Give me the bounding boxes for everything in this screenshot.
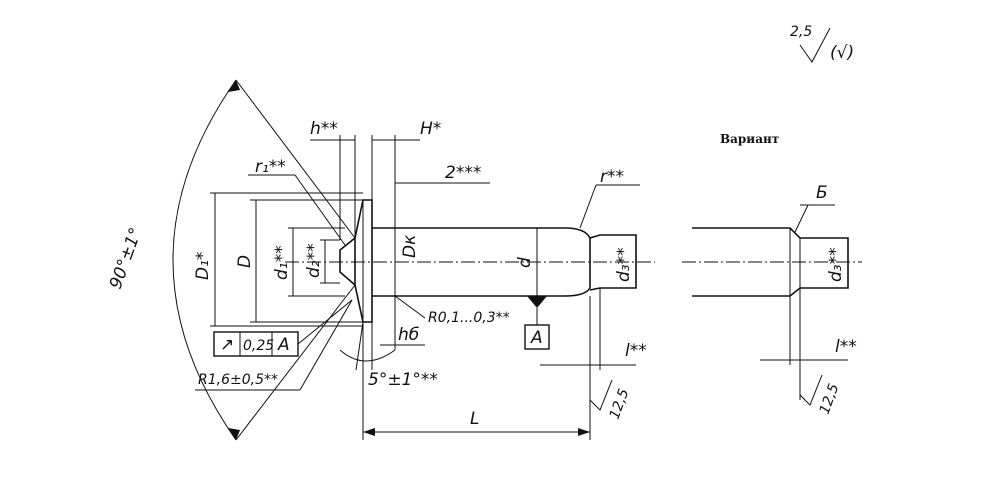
label-d1: d₁**	[272, 245, 292, 280]
tol-leader	[297, 299, 353, 345]
label-five-deg: 5°±1°**	[368, 370, 438, 390]
angle-leader-bottom	[235, 284, 356, 441]
variant-B-leader	[794, 204, 809, 233]
R16-leader	[299, 299, 353, 391]
roughness-paren: (√)	[830, 43, 854, 63]
label-R01: R0,1...0,3**	[428, 310, 510, 326]
r-leader	[579, 184, 597, 229]
datum-box	[524, 324, 550, 350]
angle-arc	[172, 79, 237, 441]
tol-symbol: ↗	[220, 335, 234, 355]
tol-datum: A	[277, 335, 290, 355]
variant-title: Вариант	[720, 132, 779, 146]
label-rough-main: 12,5	[607, 387, 633, 422]
rough-symbol-top	[799, 27, 831, 63]
r1-leader	[294, 174, 346, 246]
arrow-angle-bottom	[228, 428, 240, 440]
label-rough-variant: 12,5	[817, 382, 843, 417]
shank	[372, 227, 591, 297]
label-d: d	[515, 257, 535, 268]
label-l-variant: l**	[835, 337, 857, 357]
tolerance-frame	[213, 331, 299, 357]
datum-triangle	[527, 296, 547, 308]
arrow-angle-top	[228, 80, 240, 92]
label-Dk: Dк	[400, 234, 420, 258]
arrow-L-right	[578, 428, 590, 436]
label-H: H*	[420, 119, 441, 139]
tol-value: 0,25	[243, 338, 274, 354]
label-d3-variant: d₃**	[826, 247, 846, 282]
label-r1: r₁**	[255, 157, 286, 177]
label-angle-90: 90°±1°	[106, 225, 147, 292]
datum-label: A	[530, 328, 543, 348]
five-deg-arc	[339, 349, 396, 362]
label-D: D	[235, 255, 255, 268]
label-d3: d₃**	[614, 247, 634, 282]
label-D1: D₁*	[193, 252, 213, 280]
rough-symbol-variant	[799, 374, 823, 406]
label-d2: d₂**	[304, 243, 324, 278]
rough-symbol-main	[589, 379, 613, 411]
head-cone-left	[339, 237, 356, 286]
label-h: h**	[310, 119, 338, 139]
R01-leader	[394, 295, 426, 319]
label-two: 2***	[445, 163, 481, 183]
five-deg-ext2	[355, 321, 364, 371]
label-B: Б	[816, 183, 828, 203]
label-hb: hб	[398, 325, 419, 345]
label-r: r**	[600, 167, 624, 187]
label-l: l**	[625, 341, 647, 361]
arrow-L-left	[363, 428, 375, 436]
label-L: L	[470, 409, 479, 429]
roughness-value: 2,5	[790, 24, 812, 40]
label-R16: R1,6±0,5**	[198, 372, 278, 388]
angle-leader-top	[235, 79, 356, 239]
